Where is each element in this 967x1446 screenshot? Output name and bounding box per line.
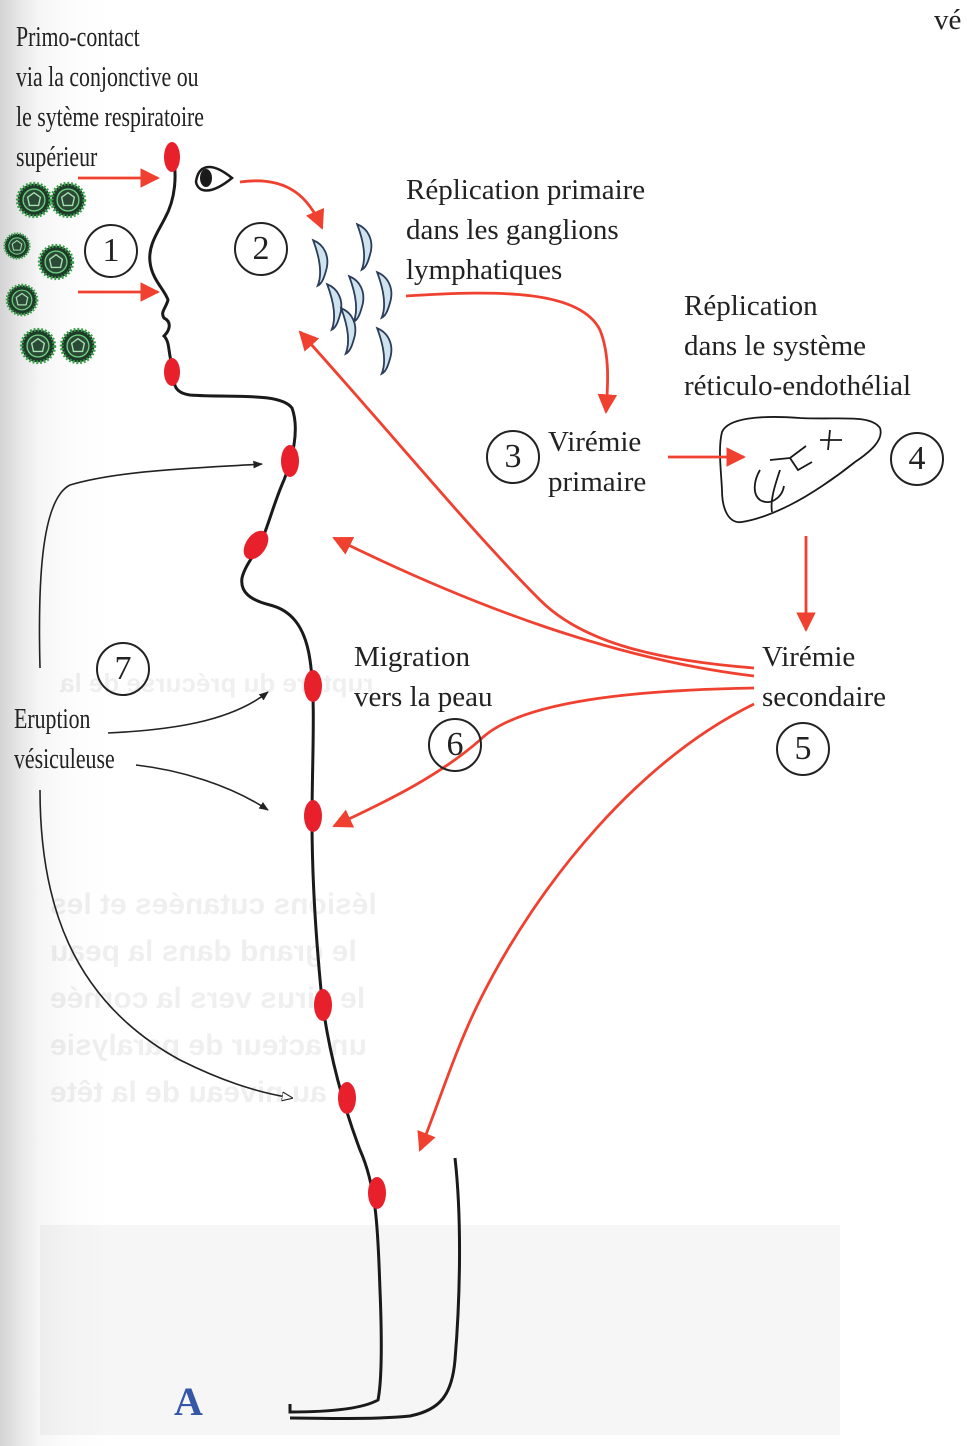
eruption-arrow-head: [39, 464, 262, 668]
liver-icon: [720, 417, 881, 522]
virus-particle-icon: [52, 184, 85, 217]
replication-primaire-line: dans les ganglions: [406, 216, 619, 245]
primo-contact-line: via la conjonctive ou: [16, 64, 199, 92]
virus-particle-icon: [22, 330, 55, 363]
virus-particle-icon: [40, 246, 73, 279]
viremie-primaire-line: Virémie: [548, 428, 641, 457]
lesion-icon: [304, 670, 322, 702]
body-profile-outline: [150, 150, 382, 1412]
lesion-icon: [338, 1082, 356, 1114]
eruption-arrow-abdomen: [136, 765, 268, 810]
step-5-badge: 5: [776, 722, 830, 776]
eruption-line: Eruption: [14, 706, 90, 734]
eruption-arrow-chest: [108, 692, 268, 733]
primo-contact-line: Primo-contact: [16, 24, 140, 52]
lesion-icon: [239, 526, 274, 564]
lesion-icon: [281, 445, 299, 477]
lymph-node-icon: [327, 284, 341, 329]
vesicle-lesions: [164, 142, 386, 1209]
eye-icon: [196, 167, 232, 191]
eruption-arrows: [39, 464, 292, 1098]
replication-systeme-line: réticulo-endothélial: [684, 372, 911, 401]
replication-primaire-line: Réplication primaire: [406, 176, 645, 205]
migration-line: vers la peau: [354, 683, 493, 712]
viremie-secondaire-line: secondaire: [762, 683, 886, 712]
step-1-badge: 1: [84, 224, 138, 278]
lesion-icon: [304, 800, 322, 832]
page-edge-text: vé: [934, 6, 961, 35]
lymph-node-icon: [377, 328, 391, 373]
lesion-icon: [164, 358, 180, 386]
lymph-node-icon: [313, 240, 327, 285]
primo-contact-line: supérieur: [16, 144, 97, 172]
viremie-primaire-line: primaire: [548, 468, 646, 497]
eruption-line: vésiculeuse: [14, 746, 115, 774]
migration-line: Migration: [354, 643, 470, 672]
lymph-nodes: [313, 224, 391, 373]
arrow-to-leg: [420, 704, 754, 1150]
replication-systeme-line: Réplication: [684, 292, 818, 321]
step-2-badge: 2: [234, 222, 288, 276]
lymph-node-icon: [341, 308, 355, 353]
panel-letter: A: [174, 1378, 203, 1425]
step-4-badge: 4: [890, 432, 944, 486]
step-6-badge: 6: [428, 718, 482, 772]
lymph-node-icon: [377, 272, 391, 317]
primo-contact-line: le sytème respiratoire: [16, 104, 204, 132]
virus-particle-icon: [18, 184, 51, 217]
lesion-icon: [368, 1177, 386, 1209]
virus-particle-icon: [7, 285, 36, 314]
replication-primaire-line: lymphatiques: [406, 256, 562, 285]
step-7-badge: 7: [96, 642, 150, 696]
lesion-icon: [164, 142, 180, 172]
lesion-icon: [314, 989, 332, 1021]
virus-particle-icon: [5, 234, 30, 259]
arrow-to-viremie-primaire: [406, 293, 608, 412]
virus-particle-icon: [62, 330, 95, 363]
viremie-secondaire-line: Virémie: [762, 643, 855, 672]
step-3-badge: 3: [486, 430, 540, 484]
lymph-node-icon: [357, 224, 371, 269]
virus-particles: [5, 184, 95, 363]
replication-systeme-line: dans le système: [684, 332, 866, 361]
arrow-to-lymph-nodes: [240, 181, 322, 228]
eruption-arrow-leg: [40, 790, 292, 1098]
